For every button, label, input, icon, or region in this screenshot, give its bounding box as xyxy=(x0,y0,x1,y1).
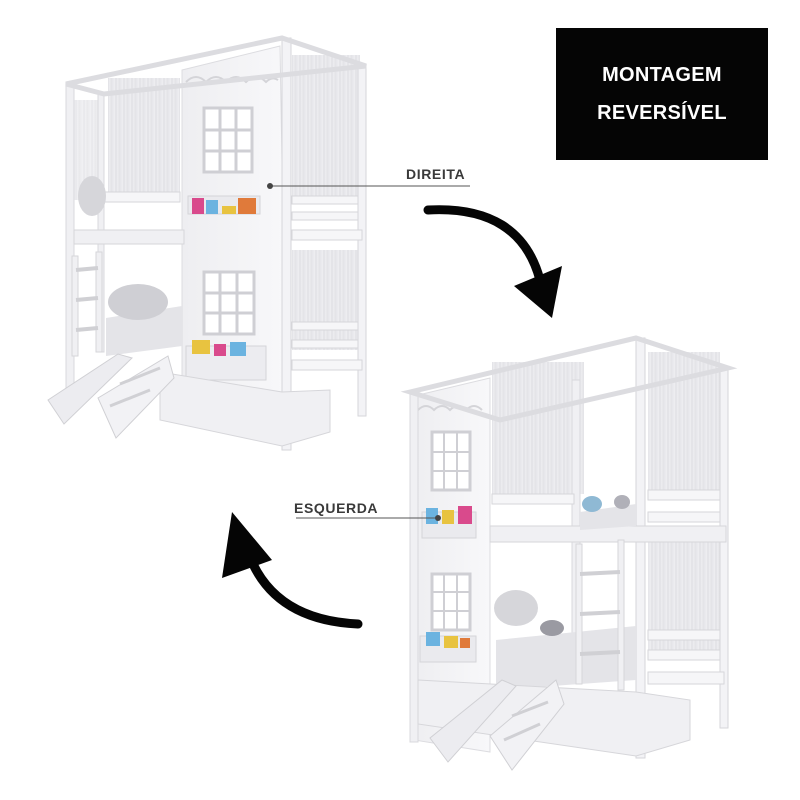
bunk-bed-right-configuration xyxy=(47,35,367,451)
callout-label-direita: DIREITA xyxy=(406,166,466,182)
reversible-assembly-badge: MONTAGEM REVERSÍVEL xyxy=(556,28,768,160)
callout-line-esquerda xyxy=(296,515,441,521)
badge-line-2: REVERSÍVEL xyxy=(597,102,727,124)
curved-arrow-up-icon xyxy=(222,512,363,629)
badge-line-1: MONTAGEM xyxy=(602,64,722,86)
curved-arrow-down-icon xyxy=(423,205,562,318)
callout-label-esquerda: ESQUERDA xyxy=(294,500,379,516)
bunk-bed-left-configuration xyxy=(400,335,738,771)
callout-line-direita xyxy=(267,183,470,189)
